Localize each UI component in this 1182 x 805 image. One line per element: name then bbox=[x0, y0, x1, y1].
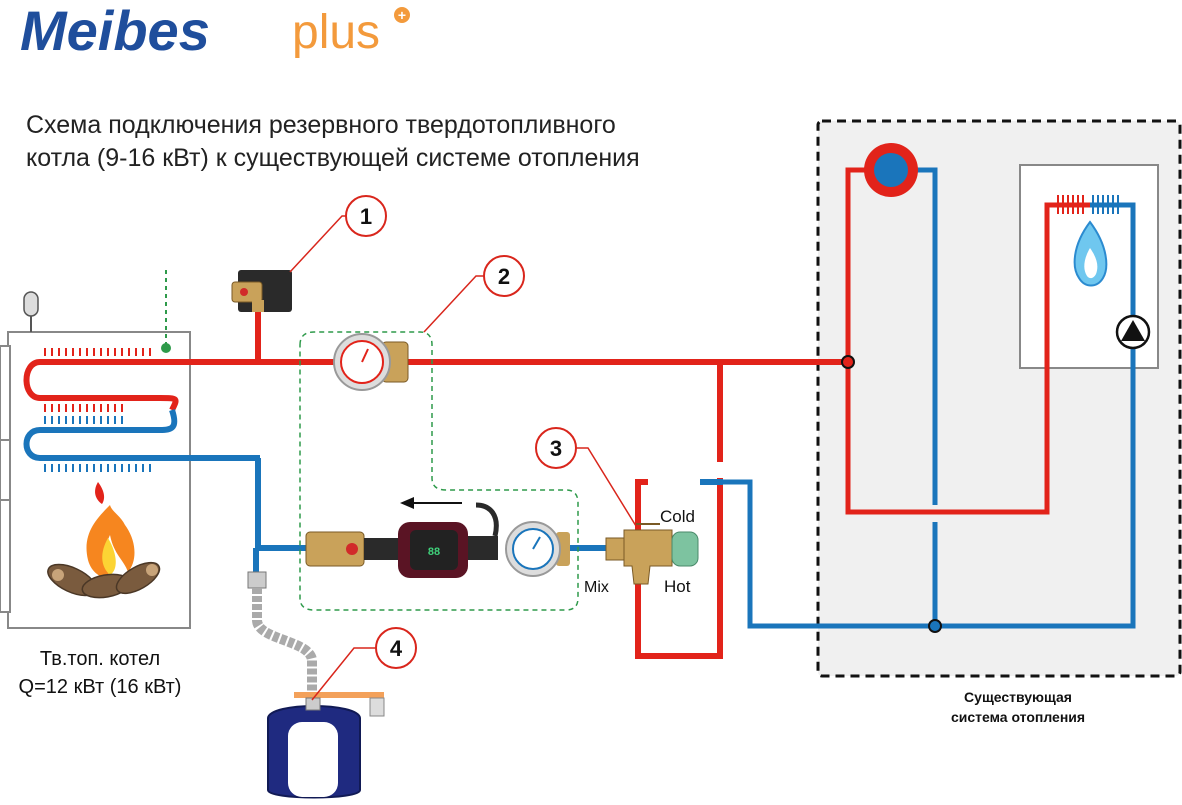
existing-system-label-line-1: Существующая bbox=[964, 689, 1072, 705]
gas-boiler-exchanger bbox=[1057, 195, 1119, 214]
logo-suffix: plus bbox=[292, 6, 380, 59]
firewood-fire-icon bbox=[47, 482, 161, 599]
heat-consumer-icon bbox=[864, 143, 918, 197]
existing-system-label-line-2: система отопления bbox=[951, 709, 1085, 725]
callout-3: 3 bbox=[535, 427, 637, 527]
pump-triangle-icon bbox=[1115, 314, 1151, 350]
hot-port-label: Hot bbox=[664, 577, 691, 596]
thermostatic-mixing-valve bbox=[605, 523, 699, 585]
main-pipes bbox=[170, 312, 848, 659]
diagram-title-line-1: Схема подключения резервного твердотопли… bbox=[26, 111, 616, 139]
gas-flame-icon bbox=[1073, 220, 1108, 287]
circulation-pump-group: 88 bbox=[305, 502, 570, 578]
flow-direction-arrow-icon bbox=[400, 497, 462, 509]
callout-1: 1 bbox=[289, 195, 387, 273]
callout-1-number: 1 bbox=[360, 204, 372, 229]
boiler-label-line-2: Q=12 кВт (16 кВт) bbox=[19, 676, 182, 698]
svg-text:88: 88 bbox=[428, 546, 440, 558]
expansion-vessel bbox=[247, 571, 385, 799]
diagram-title-line-2: котла (9-16 кВт) к существующей системе … bbox=[26, 144, 640, 172]
boiler-heat-coil bbox=[23, 348, 450, 472]
logo-brand: Meibes bbox=[20, 0, 210, 62]
callout-2-number: 2 bbox=[498, 264, 510, 289]
supply-junction bbox=[841, 355, 855, 369]
callout-4: 4 bbox=[311, 627, 417, 701]
pump-group-outline bbox=[299, 331, 579, 611]
cold-port-label: Cold bbox=[660, 507, 695, 526]
mix-port-label: Mix bbox=[584, 579, 609, 596]
logo-plus-badge bbox=[394, 7, 410, 23]
logo-plus-mark: + bbox=[398, 7, 406, 23]
safety-group-valve bbox=[231, 270, 292, 312]
return-junction bbox=[928, 619, 942, 633]
meibes-plus-logo: Meibes plus + bbox=[20, 0, 410, 62]
callout-2: 2 bbox=[423, 255, 525, 333]
boiler-label-line-1: Тв.топ. котел bbox=[40, 648, 160, 670]
supply-thermometer bbox=[333, 333, 409, 391]
callout-3-number: 3 bbox=[550, 436, 562, 461]
callout-4-number: 4 bbox=[390, 636, 403, 661]
